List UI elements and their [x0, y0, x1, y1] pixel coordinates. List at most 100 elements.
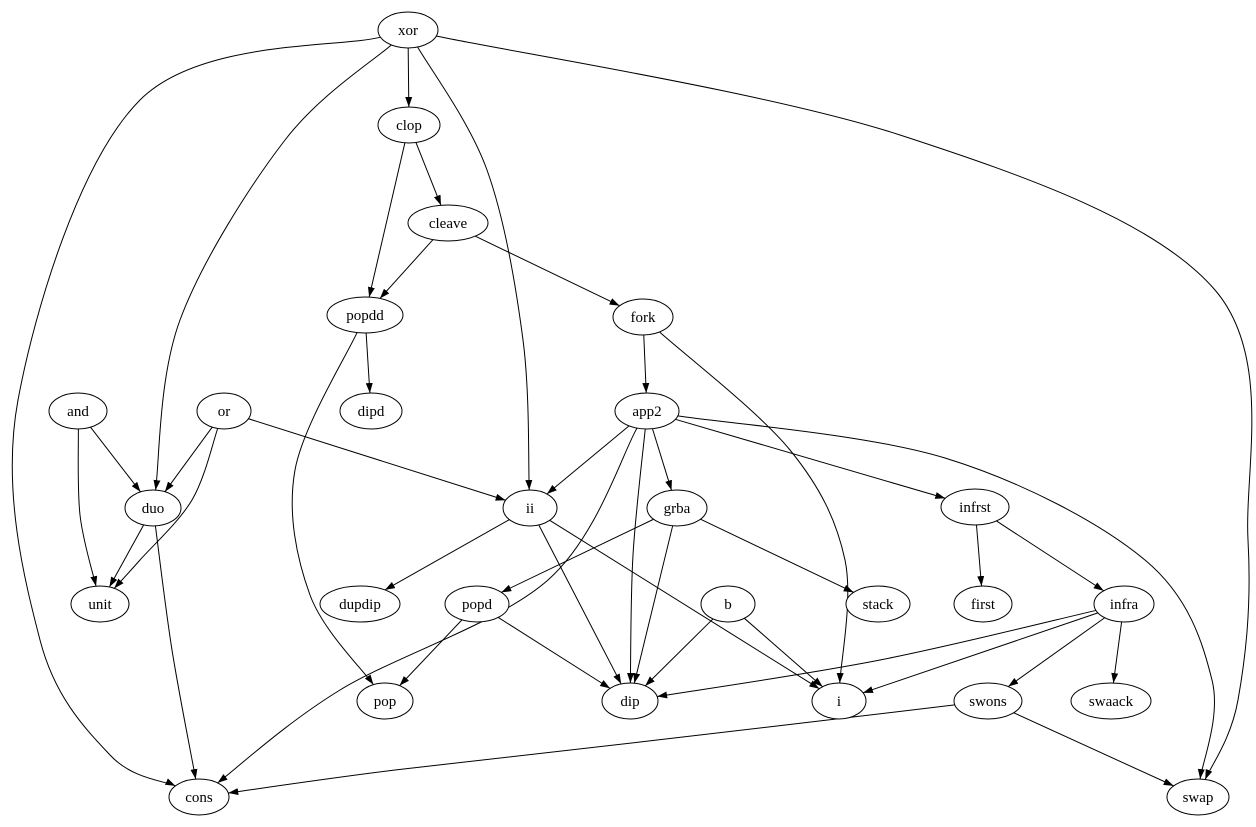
node-unit: unit [70, 585, 130, 623]
edge-infra-to-dip [657, 609, 1097, 699]
edge-grba-to-popd [501, 518, 654, 593]
node-app2: app2 [614, 392, 680, 430]
edge-popd-to-pop [399, 619, 463, 686]
node-dupdip: dupdip [319, 585, 401, 623]
node-clop-shape [377, 106, 441, 144]
node-ii-label: ii [526, 501, 534, 517]
edge-cleave-to-fork [475, 235, 620, 307]
node-swaack-shape [1070, 682, 1152, 720]
node-popd-shape [444, 585, 510, 623]
node-dip-label: dip [620, 694, 639, 710]
node-dip-shape [601, 682, 659, 720]
node-swaack-label: swaack [1089, 694, 1134, 710]
node-fork-label: fork [631, 310, 656, 326]
node-unit-shape [70, 585, 130, 623]
node-and-label: and [67, 404, 89, 420]
node-swons: swons [953, 682, 1023, 720]
node-or-shape [196, 392, 252, 430]
edge-app2-to-dip [627, 428, 646, 684]
node-infra-shape [1093, 585, 1155, 623]
edge-popd-to-dip [497, 617, 611, 689]
node-duo-label: duo [142, 501, 165, 517]
node-pop: pop [356, 682, 414, 720]
node-infra: infra [1093, 585, 1155, 623]
node-duo: duo [124, 489, 182, 527]
node-i-shape [811, 682, 867, 720]
node-or: or [196, 392, 252, 430]
edge-xor-to-cons [11, 36, 381, 787]
node-xor-label: xor [398, 23, 418, 39]
node-first: first [953, 585, 1013, 623]
node-duo-shape [124, 489, 182, 527]
edge-duo-to-unit [108, 524, 145, 588]
edge-ii-to-dip [538, 524, 622, 685]
node-ii: ii [502, 489, 558, 527]
node-swons-label: swons [969, 694, 1007, 710]
edge-grba-to-dip [633, 525, 674, 684]
node-cleave-label: cleave [429, 216, 468, 232]
edge-b-to-i [744, 617, 823, 688]
node-dip: dip [601, 682, 659, 720]
node-b: b [700, 585, 756, 623]
node-grba-label: grba [664, 501, 691, 517]
node-popd: popd [444, 585, 510, 623]
edge-infra-to-swons [1007, 617, 1105, 687]
node-pop-label: pop [374, 694, 397, 710]
edge-app2-to-infrst [675, 418, 946, 499]
edge-clop-to-popdd [367, 142, 406, 298]
node-xor: xor [377, 11, 439, 49]
edge-infra-to-i [862, 612, 1099, 694]
edge-xor-to-clop [405, 47, 413, 108]
edge-clop-to-cleave [415, 142, 442, 206]
node-cons-label: cons [185, 790, 213, 806]
node-popdd-shape [326, 296, 404, 334]
node-unit-label: unit [88, 597, 112, 613]
node-infra-label: infra [1110, 597, 1139, 613]
edge-infra-to-swaack [1111, 621, 1123, 684]
edge-layer [11, 35, 1253, 796]
node-stack-shape [845, 585, 911, 623]
node-infrst-label: infrst [959, 500, 991, 516]
node-or-label: or [218, 404, 231, 420]
edge-xor-to-swap [436, 35, 1253, 780]
node-clop-label: clop [396, 118, 422, 134]
node-popdd: popdd [326, 296, 404, 334]
node-first-label: first [971, 597, 996, 613]
edge-popdd-to-dipd [365, 332, 373, 394]
node-first-shape [953, 585, 1013, 623]
node-i: i [811, 682, 867, 720]
edge-cleave-to-popdd [379, 239, 434, 299]
edge-fork-to-i [659, 331, 849, 684]
node-grba: grba [646, 489, 708, 527]
edge-swons-to-swap [1013, 712, 1174, 787]
node-popdd-label: popdd [346, 308, 384, 324]
node-dupdip-shape [319, 585, 401, 623]
node-fork-shape [612, 298, 674, 336]
edge-ii-to-i [549, 519, 820, 690]
edge-and-to-duo [90, 426, 141, 493]
edge-b-to-dip [644, 618, 714, 687]
edge-app2-to-grba [652, 428, 673, 491]
node-fork: fork [612, 298, 674, 336]
node-infrst: infrst [940, 488, 1010, 526]
edge-app2-to-swap [677, 415, 1215, 780]
node-infrst-shape [940, 488, 1010, 526]
edge-and-to-unit [77, 428, 98, 587]
edge-infrst-to-first [975, 524, 985, 587]
edge-ii-to-dupdip [384, 519, 510, 591]
node-swap-label: swap [1183, 790, 1214, 806]
edge-grba-to-stack [700, 518, 854, 593]
node-cleave: cleave [407, 204, 489, 242]
node-cons: cons [168, 778, 230, 816]
node-stack-label: stack [863, 597, 894, 613]
node-app2-shape [614, 392, 680, 430]
edge-xor-to-ii [417, 46, 533, 491]
edge-or-to-unit [113, 428, 219, 589]
node-dipd: dipd [339, 392, 403, 430]
edge-infrst-to-infra [996, 520, 1104, 592]
edge-xor-to-duo [153, 44, 392, 491]
edge-popdd-to-pop [291, 332, 374, 685]
node-swons-shape [953, 682, 1023, 720]
